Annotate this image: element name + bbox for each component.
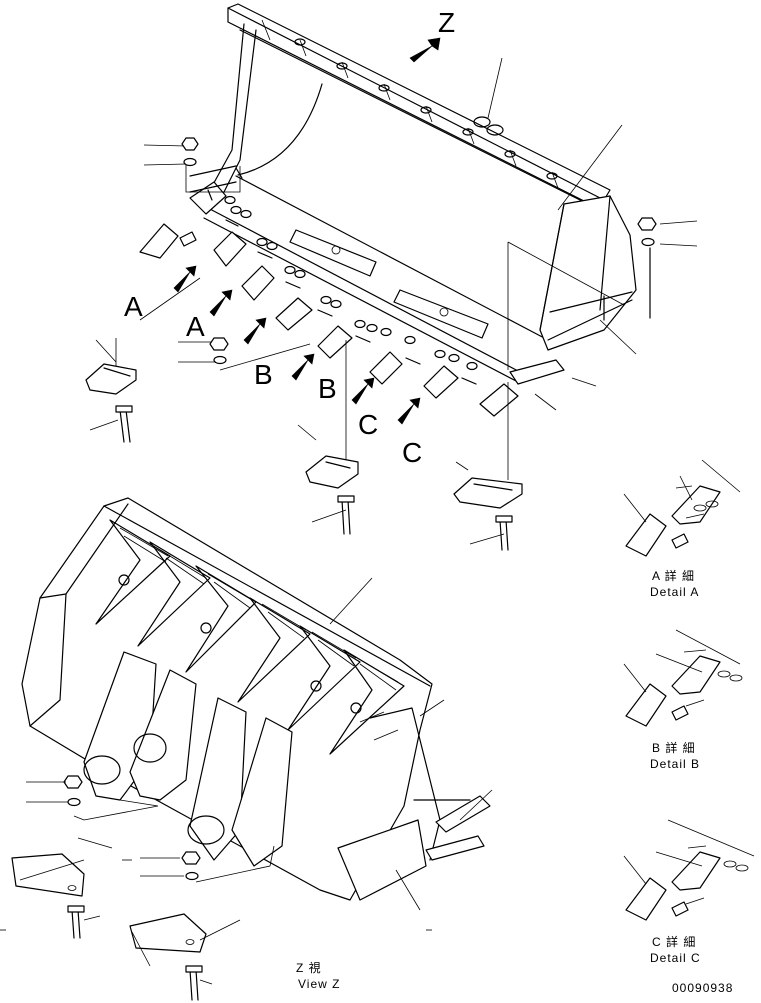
bolts-top [115,405,513,551]
view-z-en-label: View Z [298,977,340,991]
bucket-top-view [85,3,698,551]
detail-a-en-label: Detail A [650,585,699,599]
detail-b-drawing [623,629,743,727]
view-z-jp-label: Z 視 [296,960,322,975]
tooth-loose-a [139,223,179,259]
callout-a-2: A [186,311,205,342]
detail-a-drawing [623,459,741,557]
callout-b-2: B [318,373,337,404]
detail-c-en-label: Detail C [650,951,701,965]
lift-brackets [83,651,293,867]
detail-a-jp-label: A 詳 細 [652,568,695,583]
detail-b-en-label: Detail B [650,757,700,771]
callout-a-1: A [124,291,143,322]
segment-holes [224,195,478,371]
drawing-number: 00090938 [672,981,733,995]
detail-labels: A 詳 細 Detail A B 詳 細 Detail B C 詳 細 Deta… [296,568,733,995]
bucket-view-z [0,497,493,1001]
wear-pads [85,363,523,509]
callout-labels: Z A A B B C C [124,7,455,468]
detail-c-jp-label: C 詳 細 [652,934,696,949]
detail-b-jp-label: B 詳 細 [652,740,696,755]
view-direction-arrows [173,37,441,425]
bucket-teeth [189,181,519,417]
callout-b-1: B [254,359,273,390]
detail-c-drawing [623,819,755,921]
view-z-callout: Z [438,7,455,38]
ribs [95,519,405,755]
callout-c-2: C [402,437,422,468]
callout-c-1: C [358,409,378,440]
